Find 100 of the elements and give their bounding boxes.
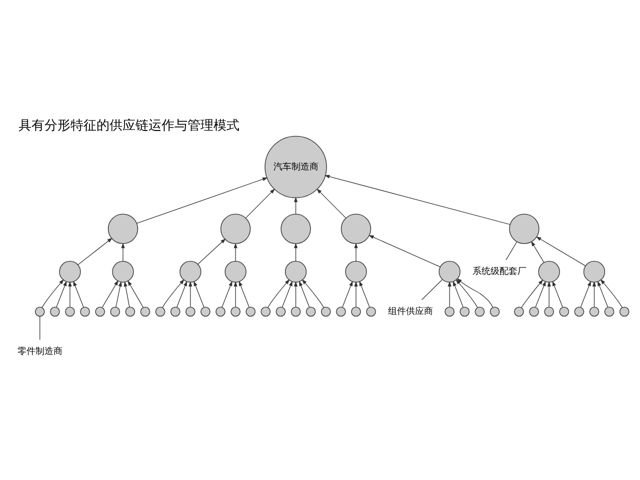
arrow [245, 188, 275, 218]
node-circle [95, 306, 106, 317]
connector [506, 242, 518, 260]
node-circle [544, 306, 554, 317]
connector [421, 279, 443, 300]
node-circle [306, 306, 316, 317]
node-circle [366, 306, 376, 317]
node-circle [224, 260, 246, 283]
arrow [162, 279, 184, 308]
node-circle [50, 306, 60, 317]
node-circle [110, 306, 120, 317]
node-circle [529, 306, 540, 317]
node-circle [260, 306, 271, 317]
node-circle [140, 306, 150, 317]
node-circle [336, 306, 346, 317]
arrow [536, 236, 586, 266]
arrow [592, 281, 596, 308]
node-circle [474, 306, 485, 317]
arrow [531, 240, 544, 263]
node-circle [583, 260, 606, 283]
arrow [580, 280, 591, 308]
node-circle [559, 306, 570, 317]
arrow [452, 280, 464, 308]
arrow [294, 242, 298, 262]
node-circle [619, 306, 630, 317]
node-circle [280, 214, 311, 244]
node-circle [59, 260, 81, 283]
node-circle [216, 306, 226, 317]
node-circle [200, 306, 210, 317]
arrow [198, 238, 226, 265]
arrow [354, 281, 358, 308]
node-circle [589, 306, 600, 317]
node-circle [509, 214, 540, 244]
node-circle [34, 306, 45, 317]
node-circle [538, 260, 560, 283]
arrow [116, 281, 122, 308]
node-circle [64, 306, 75, 317]
node-circle [180, 260, 202, 283]
node-circle [230, 306, 241, 317]
arrow [600, 279, 623, 308]
arrow [354, 242, 358, 262]
arrow [535, 280, 546, 308]
node-text: 系统级配套厂 [472, 266, 526, 278]
arrow [73, 280, 84, 308]
arrow [520, 279, 544, 308]
arrow [552, 280, 563, 308]
arrow [56, 280, 67, 308]
arrow [598, 280, 608, 308]
node-circle: 汽车制造商 [264, 136, 327, 198]
node-circle [460, 306, 470, 317]
arrow [456, 278, 494, 308]
arrow [194, 280, 204, 308]
arrow [368, 235, 441, 268]
arrow [342, 280, 353, 308]
node-circle [290, 306, 301, 317]
node-circle [185, 306, 196, 317]
node-circle [345, 260, 367, 283]
arrow [78, 238, 112, 266]
arrow [234, 242, 238, 262]
node-circle [444, 306, 455, 317]
node-circle [170, 306, 180, 317]
node-circle [514, 306, 524, 317]
arrow [176, 280, 188, 308]
arrow [282, 280, 292, 308]
node-circle [125, 306, 136, 317]
node-circle [112, 260, 134, 283]
arrow [234, 281, 238, 308]
arrow [121, 242, 125, 262]
arrow [547, 281, 551, 308]
arrow [268, 279, 290, 308]
node-circle [246, 306, 256, 317]
node-circle [604, 306, 614, 317]
node-circle [351, 306, 361, 317]
arrow [222, 280, 232, 308]
node-text: 组件供应商 [388, 306, 433, 318]
arrow [316, 188, 346, 218]
node-text: 零件制造商 [17, 346, 62, 358]
arrow [456, 279, 478, 308]
node-circle [284, 260, 307, 283]
node-circle [490, 306, 500, 317]
arrow [324, 174, 510, 225]
arrow [302, 279, 324, 308]
node-circle [276, 306, 286, 317]
node-circle [438, 260, 460, 283]
arrow [68, 281, 72, 308]
arrow [294, 196, 298, 214]
arrow [136, 177, 268, 224]
diagram-title: 具有分形特征的供应链运作与管理模式 [18, 118, 240, 134]
arrow [299, 280, 310, 308]
arrow [42, 279, 64, 308]
arrow [238, 280, 250, 308]
arrow [359, 280, 370, 308]
arrow [294, 281, 298, 308]
node-circle [320, 306, 331, 317]
node-circle [340, 214, 372, 244]
node-circle [155, 306, 166, 317]
arrow [448, 281, 452, 308]
arrow [102, 280, 118, 308]
arrow [128, 280, 144, 308]
node-circle [80, 306, 90, 317]
